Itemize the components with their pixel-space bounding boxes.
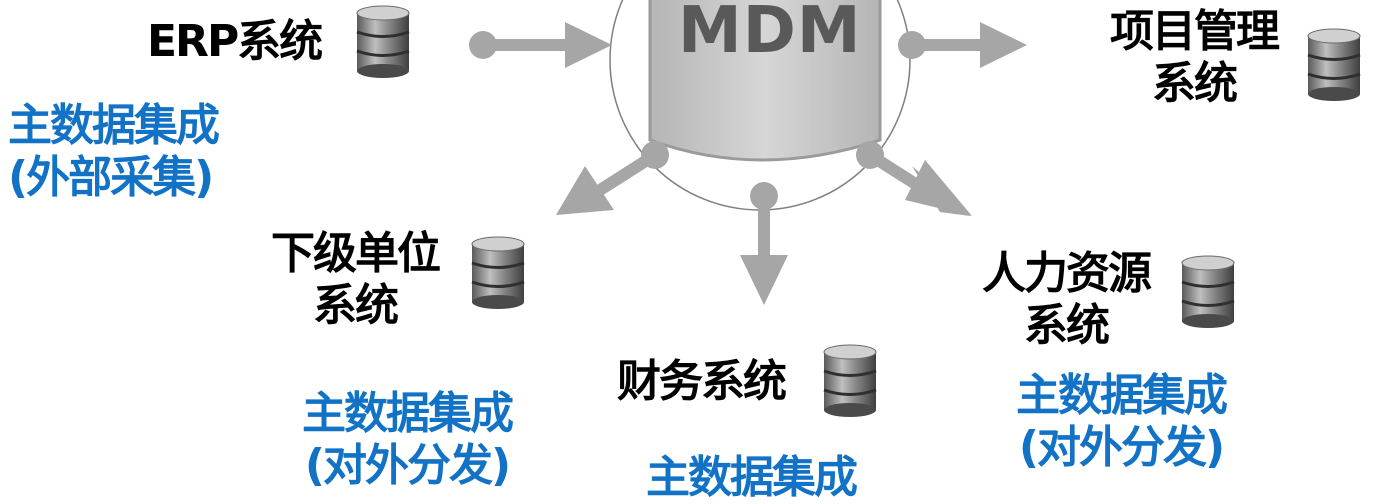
integration-note-distribution-left: 主数据集成 (对外分发) bbox=[276, 388, 538, 492]
project-system-label: 项目管理 系统 bbox=[1098, 6, 1290, 110]
database-icon-finance bbox=[823, 344, 877, 417]
arrow-mdm-to-finance bbox=[740, 182, 788, 305]
erp-system-label: ERP系统 bbox=[147, 16, 323, 67]
subordinate-system-label: 下级单位 系统 bbox=[260, 228, 450, 332]
integration-note-distribution-left-line1: 主数据集成 bbox=[302, 388, 514, 439]
integration-note-external-collection-line1: 主数据集成 bbox=[8, 100, 220, 151]
finance-system-label: 财务系统 bbox=[617, 356, 787, 407]
integration-note-distribution-right-line1: 主数据集成 bbox=[1016, 370, 1228, 421]
integration-note-external-collection: 主数据集成 (外部采集) bbox=[8, 100, 220, 204]
project-system-label-line1: 项目管理 bbox=[1110, 6, 1280, 57]
arrow-mdm-to-hr bbox=[856, 141, 972, 216]
database-icon-hr bbox=[1181, 255, 1235, 328]
arrow-mdm-to-subordinate bbox=[556, 141, 669, 215]
hr-system-label-line1: 人力资源 bbox=[982, 248, 1152, 299]
database-icon-subordinate bbox=[471, 236, 525, 309]
subordinate-system-label-line2: 系统 bbox=[313, 280, 399, 331]
subordinate-system-label-line1: 下级单位 bbox=[271, 228, 441, 279]
hub-label: MDM bbox=[678, 0, 862, 68]
arrow-erp-to-mdm bbox=[469, 22, 612, 68]
integration-note-external-collection-line2: (外部采集) bbox=[8, 152, 214, 203]
hr-system-label-line2: 系统 bbox=[1024, 300, 1110, 351]
project-system-label-line2: 系统 bbox=[1152, 58, 1238, 109]
integration-note-bottom-partial: 主数据集成 bbox=[646, 452, 858, 503]
arrow-mdm-to-project bbox=[898, 22, 1027, 68]
hr-system-label: 人力资源 系统 bbox=[966, 248, 1166, 352]
diagram-canvas bbox=[469, 0, 1027, 305]
database-icon-erp bbox=[356, 5, 410, 78]
integration-note-distribution-left-line2: (对外分发) bbox=[304, 440, 511, 491]
integration-note-distribution-right-line2: (对外分发) bbox=[1018, 422, 1225, 473]
database-icon-project bbox=[1307, 28, 1361, 101]
integration-note-distribution-right: 主数据集成 (对外分发) bbox=[990, 370, 1252, 474]
